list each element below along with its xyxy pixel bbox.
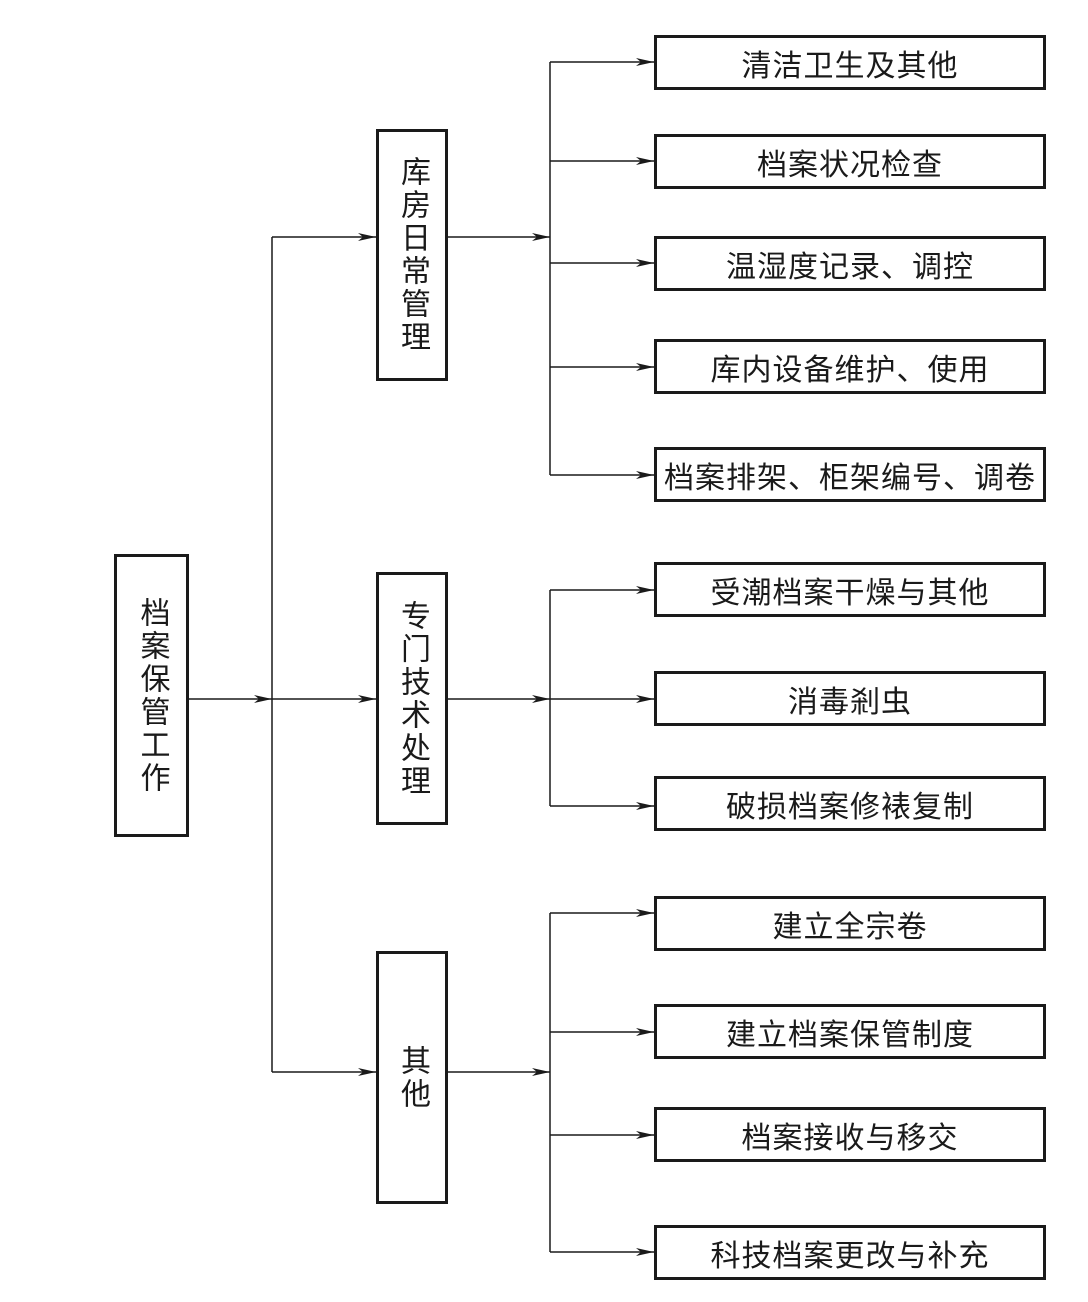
item-node: 档案接收与移交 — [654, 1107, 1046, 1162]
item-node: 档案排架、柜架编号、调卷 — [654, 447, 1046, 502]
category-node-label: 专门技术处理 — [395, 599, 430, 798]
item-node: 破损档案修裱复制 — [654, 776, 1046, 831]
category-node-warehouse-management: 库房日常管理 — [376, 129, 448, 381]
category-node-special-treatment: 专门技术处理 — [376, 572, 448, 825]
item-node: 建立全宗卷 — [654, 896, 1046, 951]
root-node-label: 档案保管工作 — [134, 596, 170, 795]
item-node: 档案状况检查 — [654, 134, 1046, 189]
item-node: 温湿度记录、调控 — [654, 236, 1046, 291]
root-node: 档案保管工作 — [114, 554, 189, 837]
item-node: 建立档案保管制度 — [654, 1004, 1046, 1059]
item-node: 消毒剎虫 — [654, 671, 1046, 726]
item-node: 清洁卫生及其他 — [654, 35, 1046, 90]
category-node-other: 其他 — [376, 951, 448, 1204]
category-node-label: 库房日常管理 — [395, 156, 430, 354]
item-node: 库内设备维护、使用 — [654, 339, 1046, 394]
category-node-label: 其他 — [395, 1044, 430, 1111]
item-node: 科技档案更改与补充 — [654, 1225, 1046, 1280]
item-node: 受潮档案干燥与其他 — [654, 562, 1046, 617]
